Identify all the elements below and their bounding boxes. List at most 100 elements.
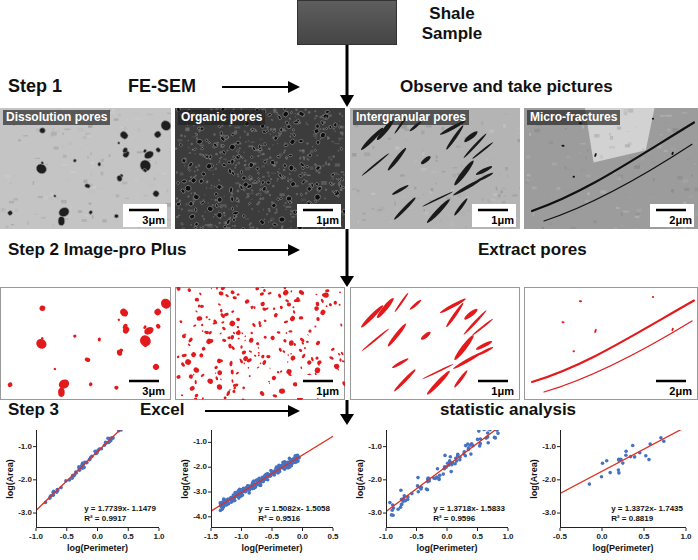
pore	[463, 307, 479, 321]
texture	[132, 118, 138, 120]
texture	[691, 175, 693, 177]
texture	[332, 177, 335, 180]
fracture	[532, 301, 694, 382]
pore	[188, 162, 194, 168]
texture	[335, 163, 340, 166]
texture	[442, 127, 445, 131]
pore	[244, 339, 246, 341]
texture	[15, 209, 18, 212]
pore	[315, 182, 319, 186]
texture	[167, 189, 169, 192]
pore	[202, 226, 204, 229]
texture	[225, 158, 227, 161]
texture	[416, 198, 421, 199]
pore	[425, 198, 451, 225]
pore	[152, 363, 161, 372]
texture	[35, 158, 40, 159]
pore	[244, 298, 250, 304]
data-point	[633, 455, 637, 459]
texture	[340, 189, 342, 191]
pore	[205, 162, 212, 169]
texture	[211, 199, 212, 200]
data-point	[608, 471, 612, 475]
texture	[192, 136, 197, 138]
texture	[314, 118, 316, 120]
texture	[69, 142, 72, 145]
texture	[190, 143, 193, 146]
texture	[190, 224, 192, 226]
texture	[276, 114, 279, 115]
texture	[156, 161, 157, 164]
pore	[263, 289, 266, 292]
texture	[582, 125, 584, 129]
pore	[114, 386, 119, 390]
texture	[283, 205, 285, 207]
texture	[310, 150, 313, 153]
pore	[194, 226, 198, 229]
pore	[142, 343, 147, 348]
texture	[580, 143, 586, 144]
texture	[317, 155, 319, 157]
pore	[218, 303, 222, 306]
pore	[251, 305, 254, 308]
pore	[229, 217, 231, 219]
pore	[361, 328, 390, 352]
texture	[190, 176, 192, 178]
texture	[527, 174, 531, 176]
image-panel: 1μm	[175, 287, 345, 400]
pore	[255, 167, 259, 171]
texture	[421, 168, 426, 171]
texture	[206, 187, 208, 189]
texture	[314, 163, 317, 166]
texture	[137, 118, 143, 120]
pore	[298, 289, 305, 296]
texture	[435, 160, 438, 162]
data-point	[416, 476, 420, 480]
pore	[216, 184, 222, 190]
texture	[251, 208, 253, 210]
pore	[232, 331, 235, 334]
pore	[236, 293, 240, 296]
pore	[288, 180, 289, 182]
pore	[282, 289, 290, 297]
pore	[463, 130, 479, 144]
pore	[202, 154, 204, 156]
pore	[257, 347, 259, 349]
scale-label: 2μm	[667, 214, 694, 227]
pore	[119, 307, 130, 318]
texture	[286, 206, 292, 208]
texture	[108, 154, 111, 157]
texture	[637, 209, 642, 212]
pore	[181, 223, 184, 226]
texture	[111, 109, 115, 111]
data-point	[417, 490, 421, 494]
pore	[301, 179, 306, 185]
pore	[217, 212, 223, 218]
texture	[271, 173, 276, 174]
texture	[85, 133, 90, 135]
texture	[642, 121, 644, 123]
pore	[244, 164, 246, 166]
texture	[684, 188, 689, 191]
texture	[620, 161, 621, 164]
texture	[259, 138, 263, 140]
pore	[215, 372, 216, 374]
texture	[287, 178, 288, 179]
scale-label: 1μm	[314, 385, 341, 398]
texture	[630, 157, 633, 158]
pore	[572, 175, 575, 178]
texture	[468, 209, 470, 211]
texture	[305, 157, 306, 159]
pore	[279, 197, 282, 200]
texture	[343, 174, 345, 176]
pore	[242, 355, 249, 362]
texture	[71, 171, 77, 173]
pore-map	[525, 288, 698, 400]
texture	[433, 227, 435, 229]
pore	[315, 115, 317, 116]
texture	[52, 225, 55, 228]
pore	[260, 189, 262, 191]
pore	[314, 194, 320, 200]
texture	[143, 195, 148, 197]
texture	[405, 181, 410, 185]
